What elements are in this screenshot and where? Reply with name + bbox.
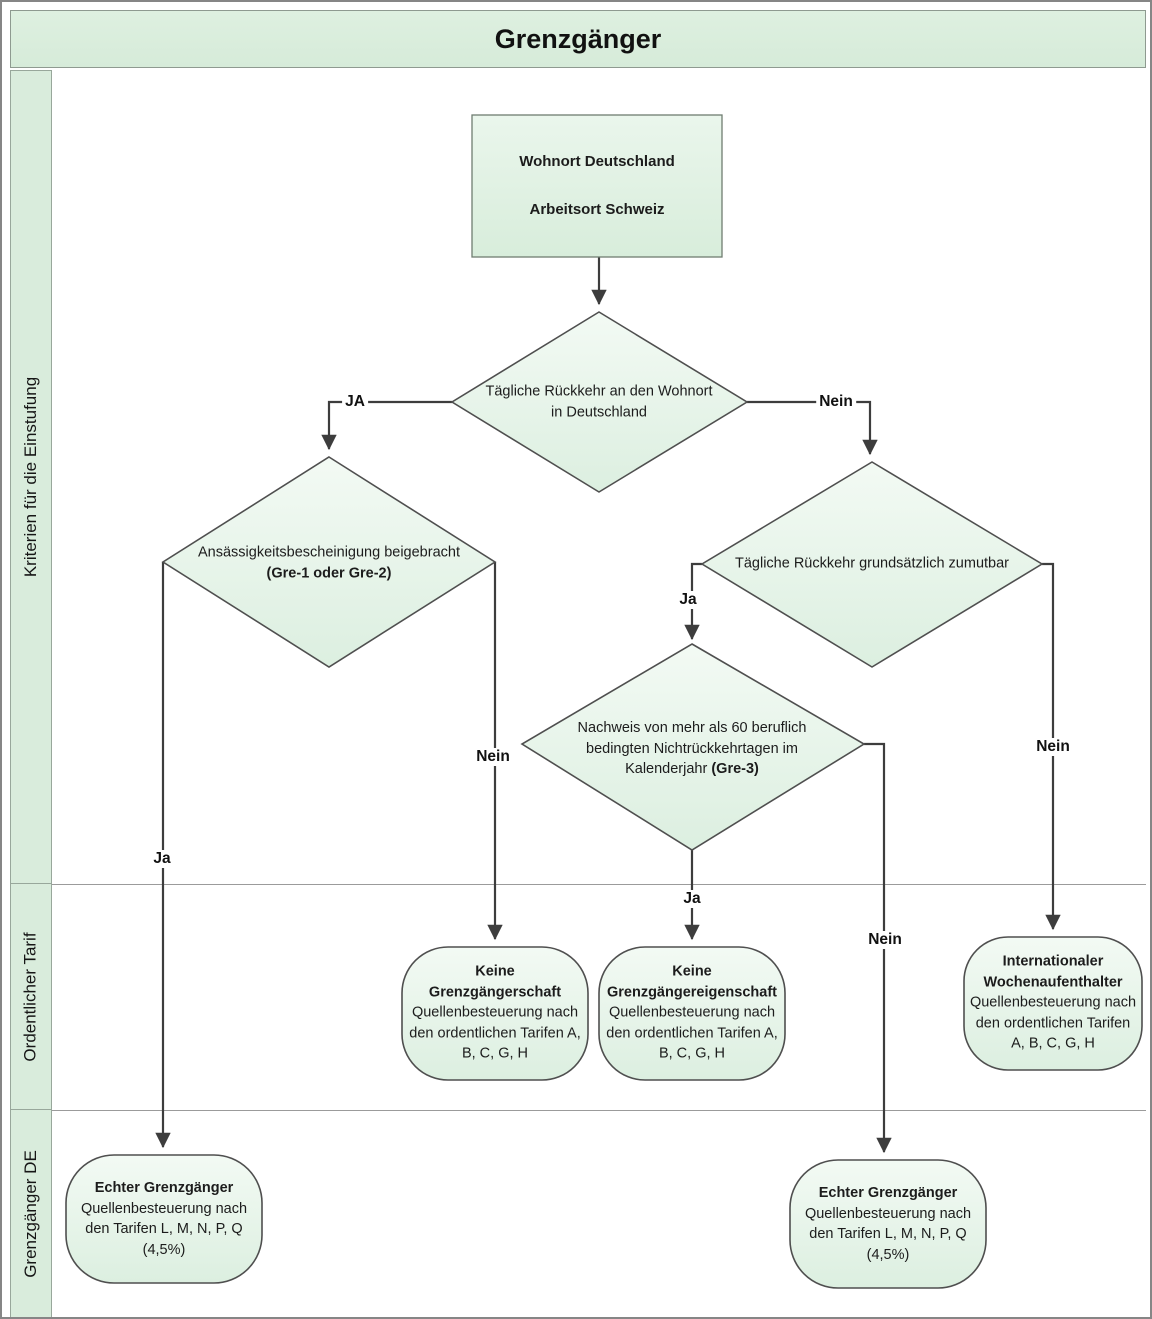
start-gap (477, 173, 717, 200)
edge-label-d3-yes: Ja (676, 591, 700, 609)
edge-label-d2-no: Nein (473, 748, 513, 766)
terminal-no-grenzgaengereigenschaft-text: Keine Grenzgängereigenschaft Quellenbest… (602, 962, 782, 1065)
edge-d1-no (747, 400, 878, 456)
edge-d4-no (864, 742, 892, 1154)
decision-return-reasonable-shape (700, 461, 1044, 668)
decision-note: (Gre-1 oder Gre-2) (266, 565, 392, 581)
decision-text: Tägliche Rückkehr an den Wohnort in Deut… (485, 383, 713, 420)
terminal-body: Quellenbesteuerung nach den ordentlichen… (409, 1004, 581, 1062)
edge-label-d4-no: Nein (865, 931, 905, 949)
decision-note: (Gre-3) (711, 761, 759, 778)
terminal-wochenaufenthalter-shape (963, 936, 1143, 1071)
terminal-title: Keine Grenzgängereigenschaft (606, 963, 777, 1001)
edge-label-d1-no: Nein (816, 393, 856, 411)
decision-daily-return-shape (450, 311, 749, 493)
terminal-title: Echter Grenzgänger (818, 1184, 958, 1201)
decision-daily-return-text: Tägliche Rückkehr an den Wohnort in Deut… (482, 381, 717, 422)
terminal-body: Quellenbesteuerung nach den ordentlichen… (969, 994, 1137, 1052)
terminal-echter-grenzgaenger-left-shape (65, 1154, 263, 1284)
sidebar-band-ordentlicher-tarif: Ordentlicher Tarif (10, 883, 52, 1110)
start-line2: Arbeitsort Schweiz (529, 201, 665, 219)
terminal-no-grenzgaengerschaft-shape (401, 946, 589, 1081)
decision-residency-cert-shape (161, 456, 497, 668)
terminal-body: Quellenbesteuerung nach den Tarifen L, M… (80, 1200, 248, 1237)
edge-label-d4-yes: Ja (680, 890, 704, 908)
decision-non-return-days-shape (520, 643, 866, 851)
edge-d1-yes (321, 400, 452, 451)
edge-label-d3-no: Nein (1033, 738, 1073, 756)
page-title: Grenzgänger (494, 23, 662, 54)
terminal-echter-grenzgaenger-right-shape (789, 1159, 987, 1289)
terminal-title: Echter Grenzgänger (94, 1179, 234, 1196)
edge-label-d1-yes: JA (342, 393, 368, 411)
edge-d3-no (1042, 562, 1061, 931)
decision-non-return-days-text: Nachweis von mehr als 60 beruflich bedin… (561, 718, 823, 780)
start-node-text: Wohnort Deutschland Arbeitsort Schweiz (477, 151, 717, 221)
edge-label-d2-yes: Ja (150, 850, 174, 868)
terminal-echter-grenzgaenger-left-text: Echter Grenzgänger Quellenbesteuerung na… (71, 1178, 257, 1260)
terminal-title: Internationaler Wochenaufenthalter (983, 953, 1123, 991)
terminal-title: Keine Grenzgängerschaft (428, 963, 562, 1001)
terminal-body: Quellenbesteuerung nach den Tarifen L, M… (804, 1205, 972, 1242)
decision-return-reasonable-text: Tägliche Rückkehr grundsätzlich zumutbar (712, 554, 1032, 575)
terminal-no-grenzgaengereigenschaft-shape (598, 946, 786, 1081)
start-node-shape (471, 114, 723, 258)
terminal-wochenaufenthalter-text: Internationaler Wochenaufenthalter Quell… (968, 952, 1138, 1055)
terminal-echter-grenzgaenger-right-text: Echter Grenzgänger Quellenbesteuerung na… (795, 1183, 981, 1265)
decision-text: Nachweis von mehr als 60 beruflich bedin… (577, 720, 807, 778)
decision-residency-cert-text: Ansässigkeitsbescheinigung beigebracht (… (184, 542, 474, 583)
terminal-note: (4,5%) (142, 1241, 186, 1258)
section-divider-bottom (52, 1110, 1146, 1111)
page-header: Grenzgänger (10, 10, 1146, 68)
decision-text: Ansässigkeitsbescheinigung beigebracht (198, 544, 460, 561)
section-divider-top (52, 884, 1146, 885)
decision-text: Tägliche Rückkehr grundsätzlich zumutbar (734, 555, 1009, 572)
terminal-body: Quellenbesteuerung nach den ordentlichen… (606, 1004, 778, 1062)
sidebar-band-grenzgaenger-de: Grenzgänger DE (10, 1109, 52, 1317)
edge-d3-yes (684, 562, 702, 641)
terminal-no-grenzgaengerschaft-text: Keine Grenzgängerschaft Quellenbesteueru… (409, 962, 581, 1065)
terminal-note: (4,5%) (866, 1246, 910, 1263)
start-line1: Wohnort Deutschland (519, 153, 675, 171)
